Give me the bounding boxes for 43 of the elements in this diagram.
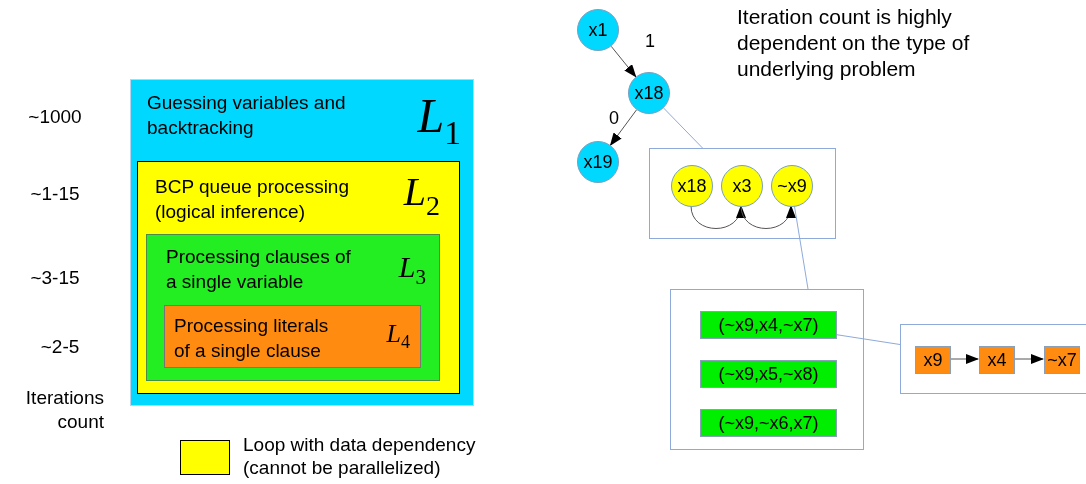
variable-circle: x3 bbox=[721, 165, 763, 207]
variable-circle: ~x9 bbox=[771, 165, 813, 207]
literal-box: ~x7 bbox=[1044, 346, 1080, 374]
clause-box: (~x9,x4,~x7) bbox=[700, 311, 837, 339]
iteration-label: ~1000 bbox=[27, 105, 83, 129]
arrow bbox=[949, 354, 979, 364]
variable-circle: x18 bbox=[628, 72, 670, 114]
loop-description: Processing clauses of a single variable bbox=[166, 245, 352, 294]
clause-box: (~x9,~x6,x7) bbox=[700, 409, 837, 437]
arrow bbox=[690, 205, 745, 229]
variable-circle: x1 bbox=[577, 9, 619, 51]
callout-panel bbox=[900, 324, 1086, 394]
callout-panel bbox=[670, 289, 864, 450]
arrow bbox=[740, 205, 795, 229]
variable-circle: x19 bbox=[577, 141, 619, 183]
loop-box bbox=[137, 161, 460, 394]
iteration-label: ~2-5 bbox=[39, 335, 81, 359]
loop-box bbox=[164, 305, 421, 368]
loop-description: Guessing variables and backtracking bbox=[147, 91, 347, 140]
loop-symbol: L$_{4}$ bbox=[386, 321, 410, 352]
loop-description: BCP queue processing (logical inference) bbox=[155, 175, 350, 224]
leader-line bbox=[835, 334, 901, 345]
loop-box bbox=[146, 234, 440, 381]
arrow bbox=[610, 45, 637, 78]
literal-box: x9 bbox=[915, 346, 951, 374]
literal-box: x4 bbox=[979, 346, 1015, 374]
leader-line bbox=[793, 205, 809, 290]
clause-box: (~x9,x5,~x8) bbox=[700, 360, 837, 388]
loop-symbol: L$_{3}$ bbox=[398, 252, 426, 289]
loop-symbol: L$_{2}$ bbox=[403, 172, 440, 220]
legend-text: Loop with data dependency (cannot be parallelized) bbox=[243, 433, 477, 479]
iteration-label: Iterations count bbox=[24, 386, 104, 434]
loop-symbol: L$_{1}$ bbox=[417, 92, 461, 150]
arrow bbox=[1013, 354, 1044, 364]
note-text: Iteration count is highly dependent on the type of underlying problem bbox=[737, 4, 971, 82]
iteration-label: ~3-15 bbox=[29, 266, 81, 290]
loop-description: Processing literals of a single clause bbox=[174, 314, 330, 363]
loop-box bbox=[130, 79, 474, 406]
iteration-label: ~1-15 bbox=[29, 182, 81, 206]
callout-panel bbox=[649, 148, 836, 239]
arrow bbox=[609, 109, 637, 146]
leader-line bbox=[663, 107, 703, 149]
variable-circle: x18 bbox=[671, 165, 713, 207]
